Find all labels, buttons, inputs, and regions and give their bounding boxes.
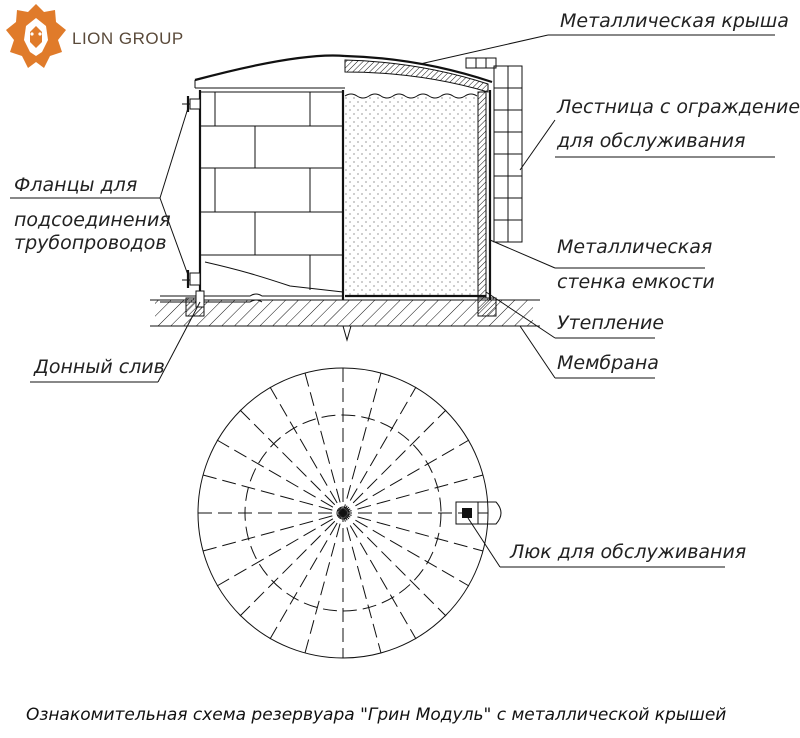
label-wall-line2: стенка емкости — [557, 271, 715, 293]
brand-name: LION GROUP — [72, 29, 184, 48]
label-roof: Металлическая крыша — [560, 10, 789, 32]
diagram-caption: Ознакомительная схема резервуара "Грин М… — [26, 705, 726, 725]
pipe-flanges — [182, 96, 201, 288]
label-flanges-line2: подсоединения — [14, 209, 171, 231]
label-flanges-line3: трубопроводов — [14, 232, 167, 254]
service-hatch — [455, 501, 502, 525]
label-wall-line1: Металлическая — [557, 236, 712, 258]
label-flanges-line1: Фланцы для — [14, 174, 137, 196]
ground-section — [150, 299, 540, 342]
label-membrane: Мембрана — [557, 352, 659, 374]
bottom-drain — [160, 290, 343, 308]
roof-ribs — [198, 368, 488, 658]
label-ladder-line1: Лестница с ограждением — [556, 96, 800, 118]
logo: LION GROUP — [6, 4, 184, 68]
metal-roof — [194, 54, 493, 93]
label-insulation: Утепление — [557, 312, 664, 334]
tank-section-half — [344, 90, 492, 300]
label-ladder-line2: для обслуживания — [556, 130, 745, 152]
label-drain: Донный слив — [33, 356, 165, 378]
leader-lines — [10, 34, 775, 568]
service-ladder — [465, 57, 523, 243]
lion-head-icon — [6, 4, 66, 68]
label-hatch: Люк для обслуживания — [509, 541, 746, 563]
tank-plan-view — [197, 367, 502, 659]
tank-exterior-half — [198, 90, 345, 300]
